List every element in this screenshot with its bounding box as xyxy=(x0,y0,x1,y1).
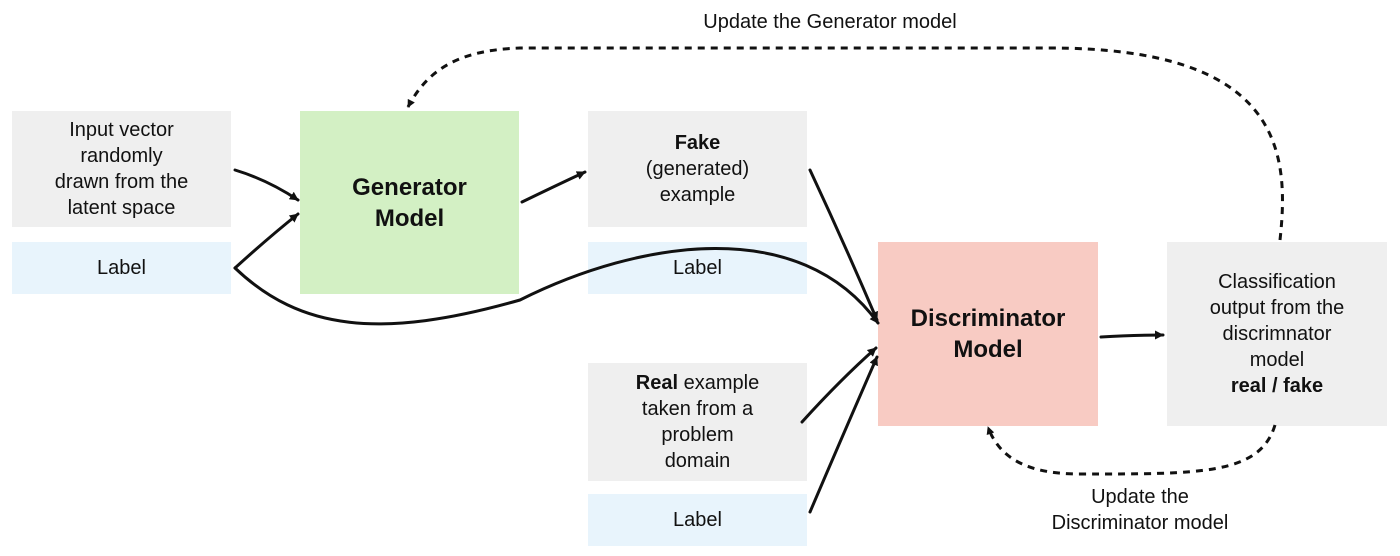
real-example-box: Real example taken from a problem domain xyxy=(588,363,807,481)
real-example-text: Real example taken from a problem domain xyxy=(635,372,760,472)
generator-label-box: Label xyxy=(12,242,231,294)
classification-output-box: Classification output from the discrimna… xyxy=(1167,242,1387,426)
input-vector-box: Input vector randomly drawn from the lat… xyxy=(12,111,231,227)
fake-label-box: Label xyxy=(588,242,807,294)
generator-label-text: Label xyxy=(97,257,146,279)
fake-label-text: Label xyxy=(673,257,722,279)
update-discriminator-caption: Update the Discriminator model xyxy=(1051,486,1229,534)
update-generator-caption: Update the Generator model xyxy=(703,11,957,33)
arrow-discriminator-to-classification xyxy=(1099,330,1165,340)
arrow-fake-to-discriminator xyxy=(808,168,879,322)
arrow-update-generator xyxy=(406,46,1284,241)
arrow-generator-to-fake xyxy=(520,170,587,204)
real-label-box: Label xyxy=(588,494,807,546)
discriminator-model-title: Discriminator Model xyxy=(910,305,1066,363)
arrow-real-to-discriminator xyxy=(800,346,878,424)
fake-example-box: Fake (generated) example xyxy=(588,111,807,227)
arrow-input-to-generator xyxy=(233,168,300,202)
generator-model-title: Generator Model xyxy=(352,173,467,232)
input-vector-text: Input vector randomly drawn from the lat… xyxy=(54,119,189,219)
generator-model-box: Generator Model xyxy=(300,111,519,294)
arrow-update-discriminator xyxy=(986,424,1277,476)
classification-output-text: Classification output from the discrimna… xyxy=(1209,271,1345,397)
arrow-label-to-generator xyxy=(233,212,300,270)
discriminator-model-box: Discriminator Model xyxy=(878,242,1098,426)
fake-example-text: Fake (generated) example xyxy=(645,132,750,206)
arrow-real-label-to-discriminator xyxy=(808,355,879,514)
real-label-text: Label xyxy=(673,509,722,531)
arrow-label-to-discriminator xyxy=(233,247,880,326)
